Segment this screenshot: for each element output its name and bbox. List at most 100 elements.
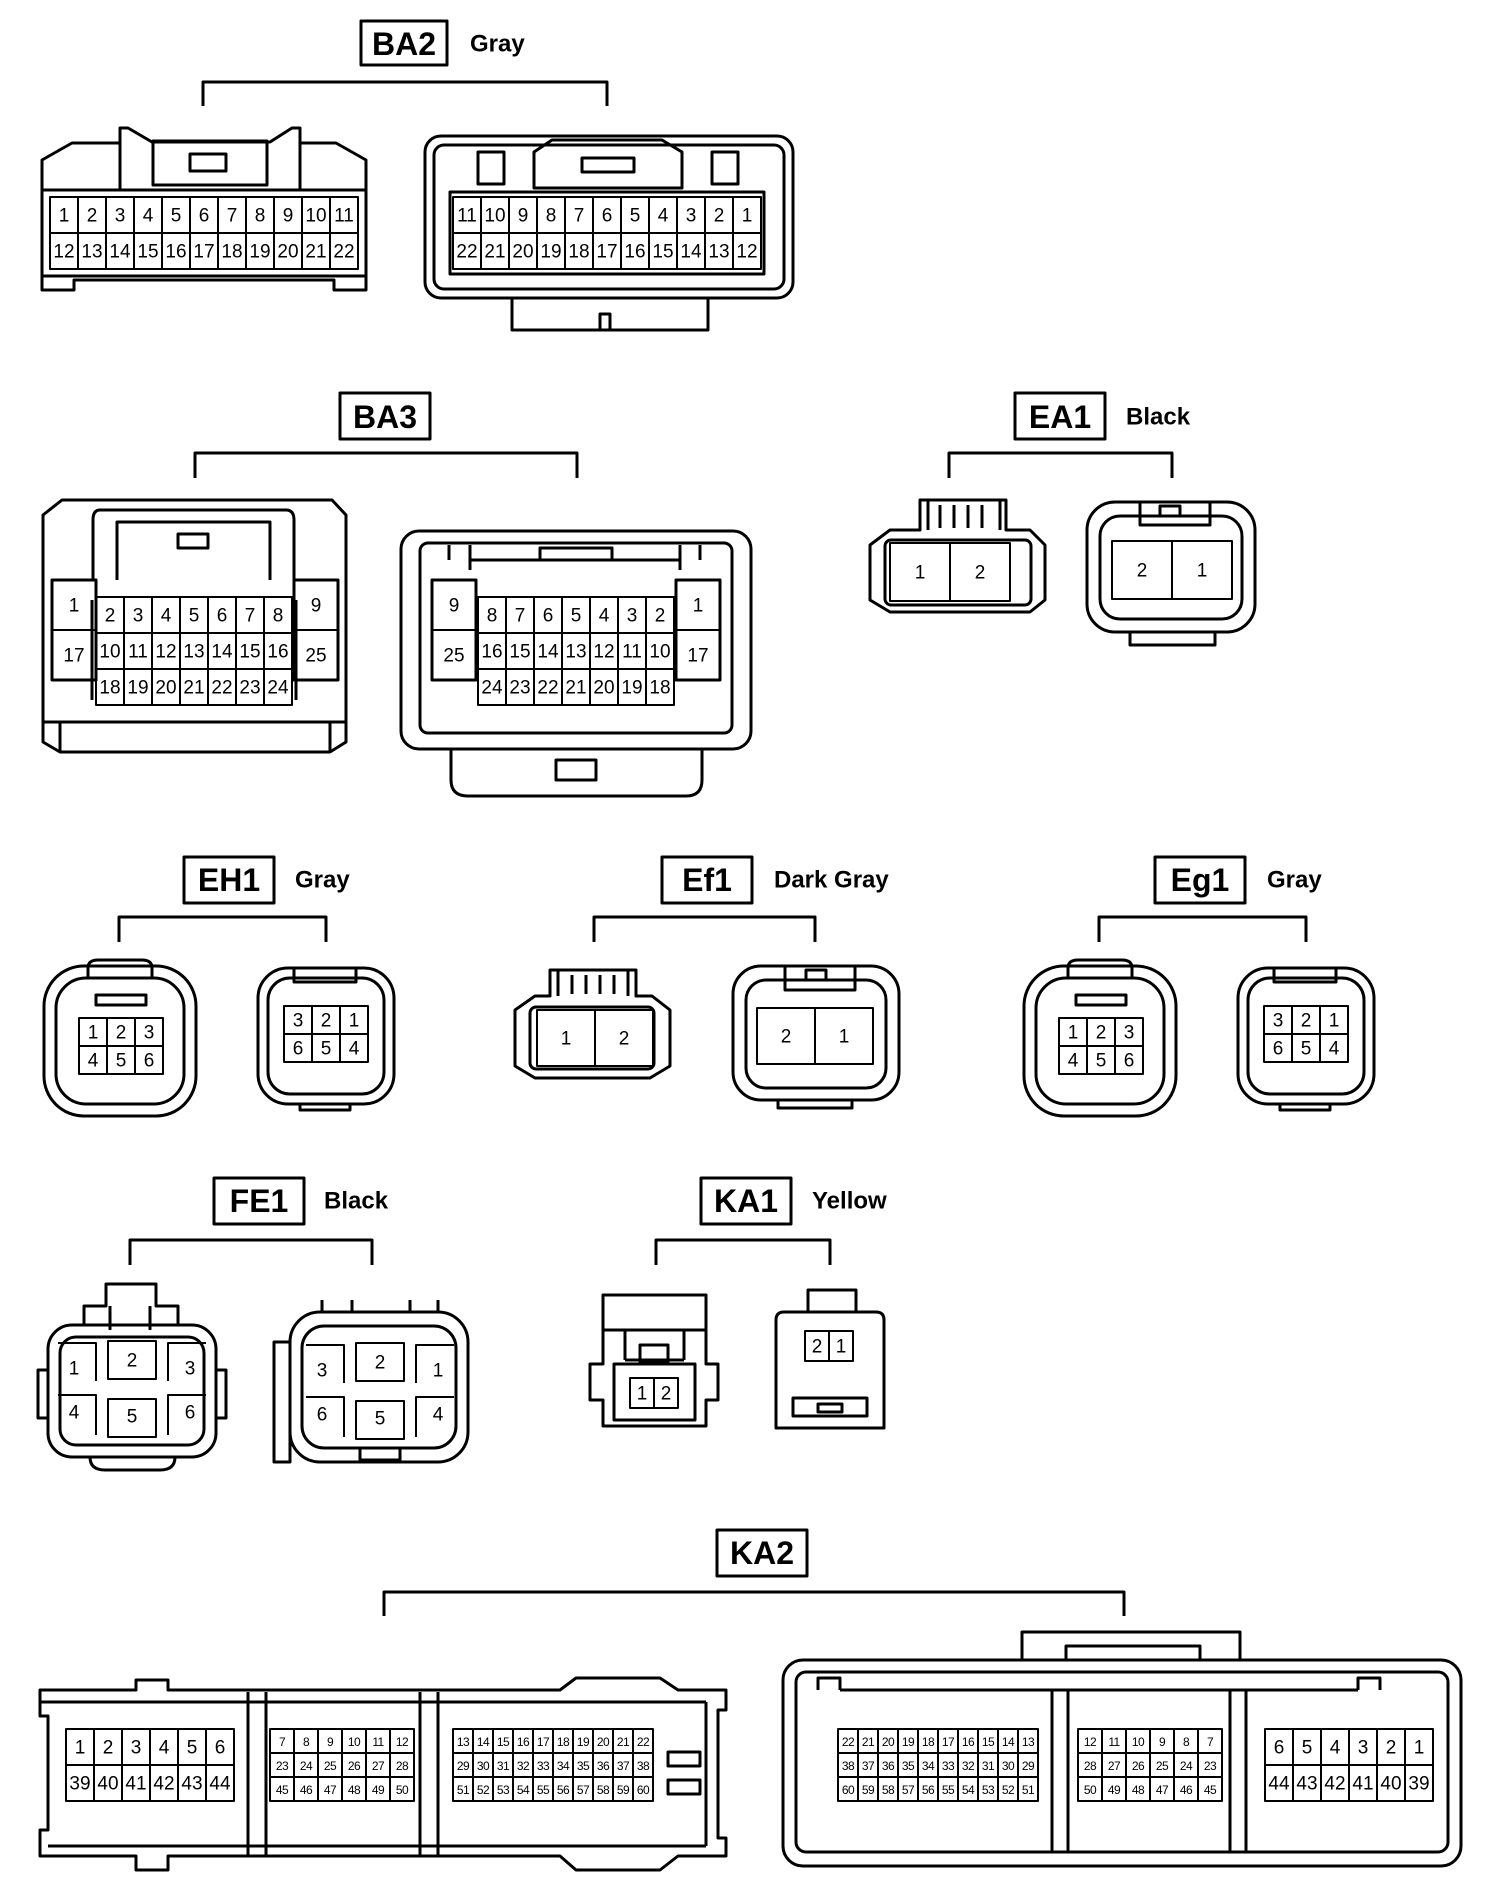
pin-number: 8 — [255, 206, 266, 227]
pin-number: 5 — [1301, 1039, 1312, 1060]
pair-bracket — [201, 80, 609, 106]
connector-id-label: KA2 — [730, 1535, 794, 1571]
pin-cell — [1404, 1764, 1434, 1802]
pin-number: 13 — [457, 1735, 470, 1749]
pin-number: 2 — [321, 1011, 332, 1032]
pin-number: 7 — [574, 206, 585, 227]
pin-number: 2 — [661, 1384, 672, 1405]
pin-number: 6 — [543, 606, 554, 627]
pin-number: 19 — [249, 242, 270, 263]
pin-cell — [263, 668, 293, 706]
pin-number: 18 — [221, 242, 242, 263]
pin-number: 3 — [627, 606, 638, 627]
pin-number: 43 — [181, 1774, 202, 1795]
pin-number: 6 — [317, 1405, 328, 1426]
pin-number: 31 — [497, 1759, 510, 1773]
connector-color-label: Gray — [1267, 867, 1322, 894]
pin-number: 1 — [69, 1359, 80, 1380]
pin-cell — [51, 629, 97, 681]
pair-bracket — [1097, 915, 1308, 942]
pin-number: 36 — [882, 1759, 895, 1773]
pin-number: 11 — [622, 642, 642, 663]
pin-number: 18 — [649, 678, 670, 699]
pin-number: 3 — [185, 1359, 196, 1380]
pin-number: 2 — [781, 1027, 792, 1048]
pin-number: 1 — [742, 206, 753, 227]
pin-number: 20 — [277, 242, 298, 263]
pin-number: 4 — [349, 1039, 360, 1060]
pin-number: 26 — [348, 1759, 361, 1773]
pair-bracket — [117, 915, 328, 942]
connector-id-label: FE1 — [230, 1183, 289, 1219]
pin-number: 22 — [537, 678, 558, 699]
connector-id-box — [182, 855, 276, 905]
pin-number: 2 — [1301, 1011, 1312, 1032]
pin-number: 4 — [159, 1738, 170, 1759]
pin-number: 5 — [127, 1407, 138, 1428]
pin-number: 1 — [1197, 561, 1208, 582]
pin-number: 3 — [686, 206, 697, 227]
pin-number: 1 — [637, 1384, 648, 1405]
pin-number: 13 — [81, 242, 102, 263]
pin-number: 33 — [942, 1759, 955, 1773]
pin-number: 1 — [693, 596, 704, 617]
pin-number: 23 — [239, 678, 260, 699]
pin-number: 11 — [1108, 1735, 1120, 1749]
pin-number: 58 — [882, 1783, 895, 1797]
pin-number: 16 — [962, 1735, 975, 1749]
pin-number: 57 — [902, 1783, 915, 1797]
pin-number: 6 — [1124, 1051, 1135, 1072]
pin-number: 10 — [348, 1735, 361, 1749]
connector-id-box — [1013, 391, 1107, 441]
connector-id-box — [715, 1528, 809, 1578]
pin-number: 60 — [637, 1783, 650, 1797]
pin-number: 20 — [593, 678, 614, 699]
pin-number: 1 — [1068, 1023, 1079, 1044]
pin-number: 11 — [457, 206, 477, 227]
connector-id-label: EH1 — [198, 862, 260, 898]
pin-number: 7 — [515, 606, 526, 627]
pin-number: 17 — [942, 1735, 955, 1749]
pin-number: 4 — [433, 1405, 444, 1426]
pin-number: 2 — [105, 606, 116, 627]
pin-number: 17 — [537, 1735, 550, 1749]
pin-number: 12 — [1084, 1735, 1097, 1749]
connector-id-label: BA3 — [353, 399, 417, 435]
pin-number: 9 — [283, 206, 294, 227]
connector-id-box — [1153, 855, 1247, 905]
pin-number: 28 — [396, 1759, 409, 1773]
pin-cell — [828, 1330, 854, 1362]
pin-number: 1 — [1329, 1011, 1340, 1032]
pin-number: 5 — [630, 206, 641, 227]
pin-column: 925 — [431, 579, 477, 681]
pin-number: 28 — [1084, 1759, 1097, 1773]
pin-number: 14 — [109, 242, 131, 263]
pin-number: 37 — [617, 1759, 630, 1773]
pin-number: 1 — [839, 1027, 850, 1048]
pin-number: 17 — [687, 646, 708, 667]
pin-number: 2 — [975, 563, 986, 584]
pin-number: 37 — [862, 1759, 875, 1773]
pin-number: 14 — [537, 642, 559, 663]
pin-number: 4 — [1068, 1051, 1079, 1072]
pin-number: 9 — [327, 1735, 334, 1749]
pin-number: 52 — [477, 1783, 490, 1797]
pin-number: 21 — [183, 678, 204, 699]
pin-number: 2 — [714, 206, 725, 227]
pin-number: 7 — [245, 606, 256, 627]
pin-number: 22 — [842, 1735, 855, 1749]
pin-number: 41 — [1352, 1774, 1373, 1795]
